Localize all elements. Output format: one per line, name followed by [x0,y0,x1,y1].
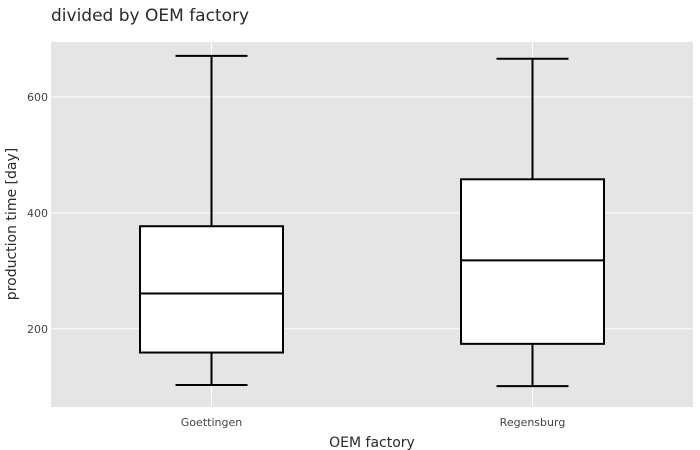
iqr-box [139,225,284,354]
y-axis-title: production time [day] [4,148,20,300]
iqr-box [460,178,605,345]
x-axis-title: OEM factory [329,435,415,450]
x-tick-label: Goettingen [181,416,242,429]
x-axis-ticks: Goettingen Regensburg [181,416,566,429]
box-regensburg[interactable] [460,57,605,388]
y-tick-label: 400 [27,207,48,220]
y-axis-ticks: 200 400 600 [27,91,48,336]
boxes-layer [139,54,605,388]
x-tick-label: Regensburg [500,416,566,429]
box-goettingen[interactable] [139,54,284,386]
y-tick-label: 600 [27,91,48,104]
chart-title: divided by OEM factory [51,6,249,26]
y-tick-label: 200 [27,323,48,336]
